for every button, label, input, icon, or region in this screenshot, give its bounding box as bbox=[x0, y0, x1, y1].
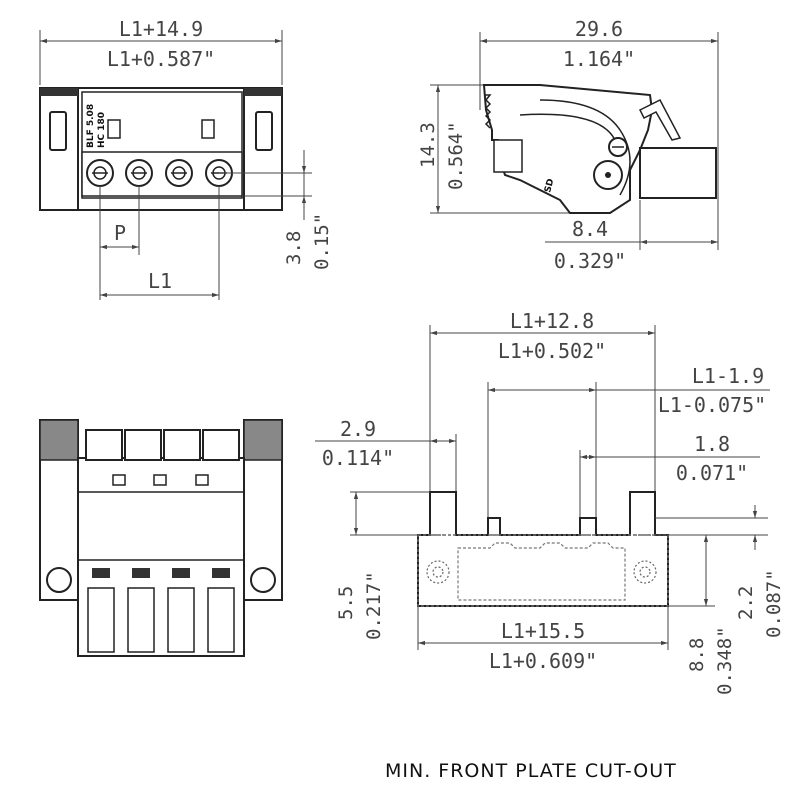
cutout-view: L1+12.8 L1+0.502" L1-1.9 L1-0.075" 2.9 0… bbox=[315, 309, 785, 695]
part-marking-1: BLF 5.08 bbox=[86, 104, 96, 148]
cutout-left-in: 0.114" bbox=[322, 446, 394, 470]
cutout-plate-in: L1+0.609" bbox=[489, 649, 597, 673]
cutout-height-small-in: 0.087" bbox=[763, 569, 785, 638]
cutout-height-small-mm: 2.2 bbox=[735, 586, 757, 620]
terminal-2 bbox=[125, 159, 153, 187]
side-marking: SD bbox=[543, 178, 556, 194]
side-offset-mm: 8.4 bbox=[572, 217, 608, 241]
pitch-label: P bbox=[114, 221, 126, 245]
front-height-in: 0.15" bbox=[311, 213, 333, 270]
side-height-in: 0.564" bbox=[445, 121, 467, 190]
side-view: 29.6 1.164" 14.3 0.564" SD 8.4 0.329" bbox=[417, 17, 719, 273]
cutout-inner-in: L1-0.075" bbox=[658, 393, 766, 417]
side-height-mm: 14.3 bbox=[417, 122, 439, 168]
cutout-inner-mm: L1-1.9 bbox=[692, 364, 764, 388]
cutout-plate-mm: L1+15.5 bbox=[501, 619, 585, 643]
side-offset-in: 0.329" bbox=[554, 249, 626, 273]
terminal-1 bbox=[86, 159, 114, 187]
cutout-overall-in: L1+0.502" bbox=[498, 339, 606, 363]
caption: MIN. FRONT PLATE CUT-OUT bbox=[385, 760, 677, 782]
cutout-overall-mm: L1+12.8 bbox=[510, 309, 594, 333]
cutout-height-right-mm: 8.8 bbox=[686, 638, 708, 672]
cutout-small-mm: 1.8 bbox=[694, 432, 730, 456]
side-width-mm: 29.6 bbox=[575, 17, 623, 41]
front-height-mm: 3.8 bbox=[283, 231, 305, 265]
cutout-small-in: 0.071" bbox=[676, 461, 748, 485]
part-marking-2: HC 180 bbox=[97, 112, 107, 148]
length-label: L1 bbox=[148, 269, 172, 293]
terminal-3 bbox=[165, 159, 193, 187]
cutout-height-left-mm: 5.5 bbox=[335, 586, 357, 620]
cutout-height-right-in: 0.348" bbox=[714, 626, 736, 695]
bottom-view bbox=[39, 419, 283, 657]
front-view: L1+14.9 L1+0.587" BLF 5.08 HC 180 bbox=[39, 17, 333, 300]
front-width-mm: L1+14.9 bbox=[119, 17, 203, 41]
front-width-in: L1+0.587" bbox=[107, 47, 215, 71]
cutout-height-left-in: 0.217" bbox=[363, 571, 385, 640]
side-width-in: 1.164" bbox=[563, 47, 635, 71]
cutout-left-mm: 2.9 bbox=[340, 417, 376, 441]
